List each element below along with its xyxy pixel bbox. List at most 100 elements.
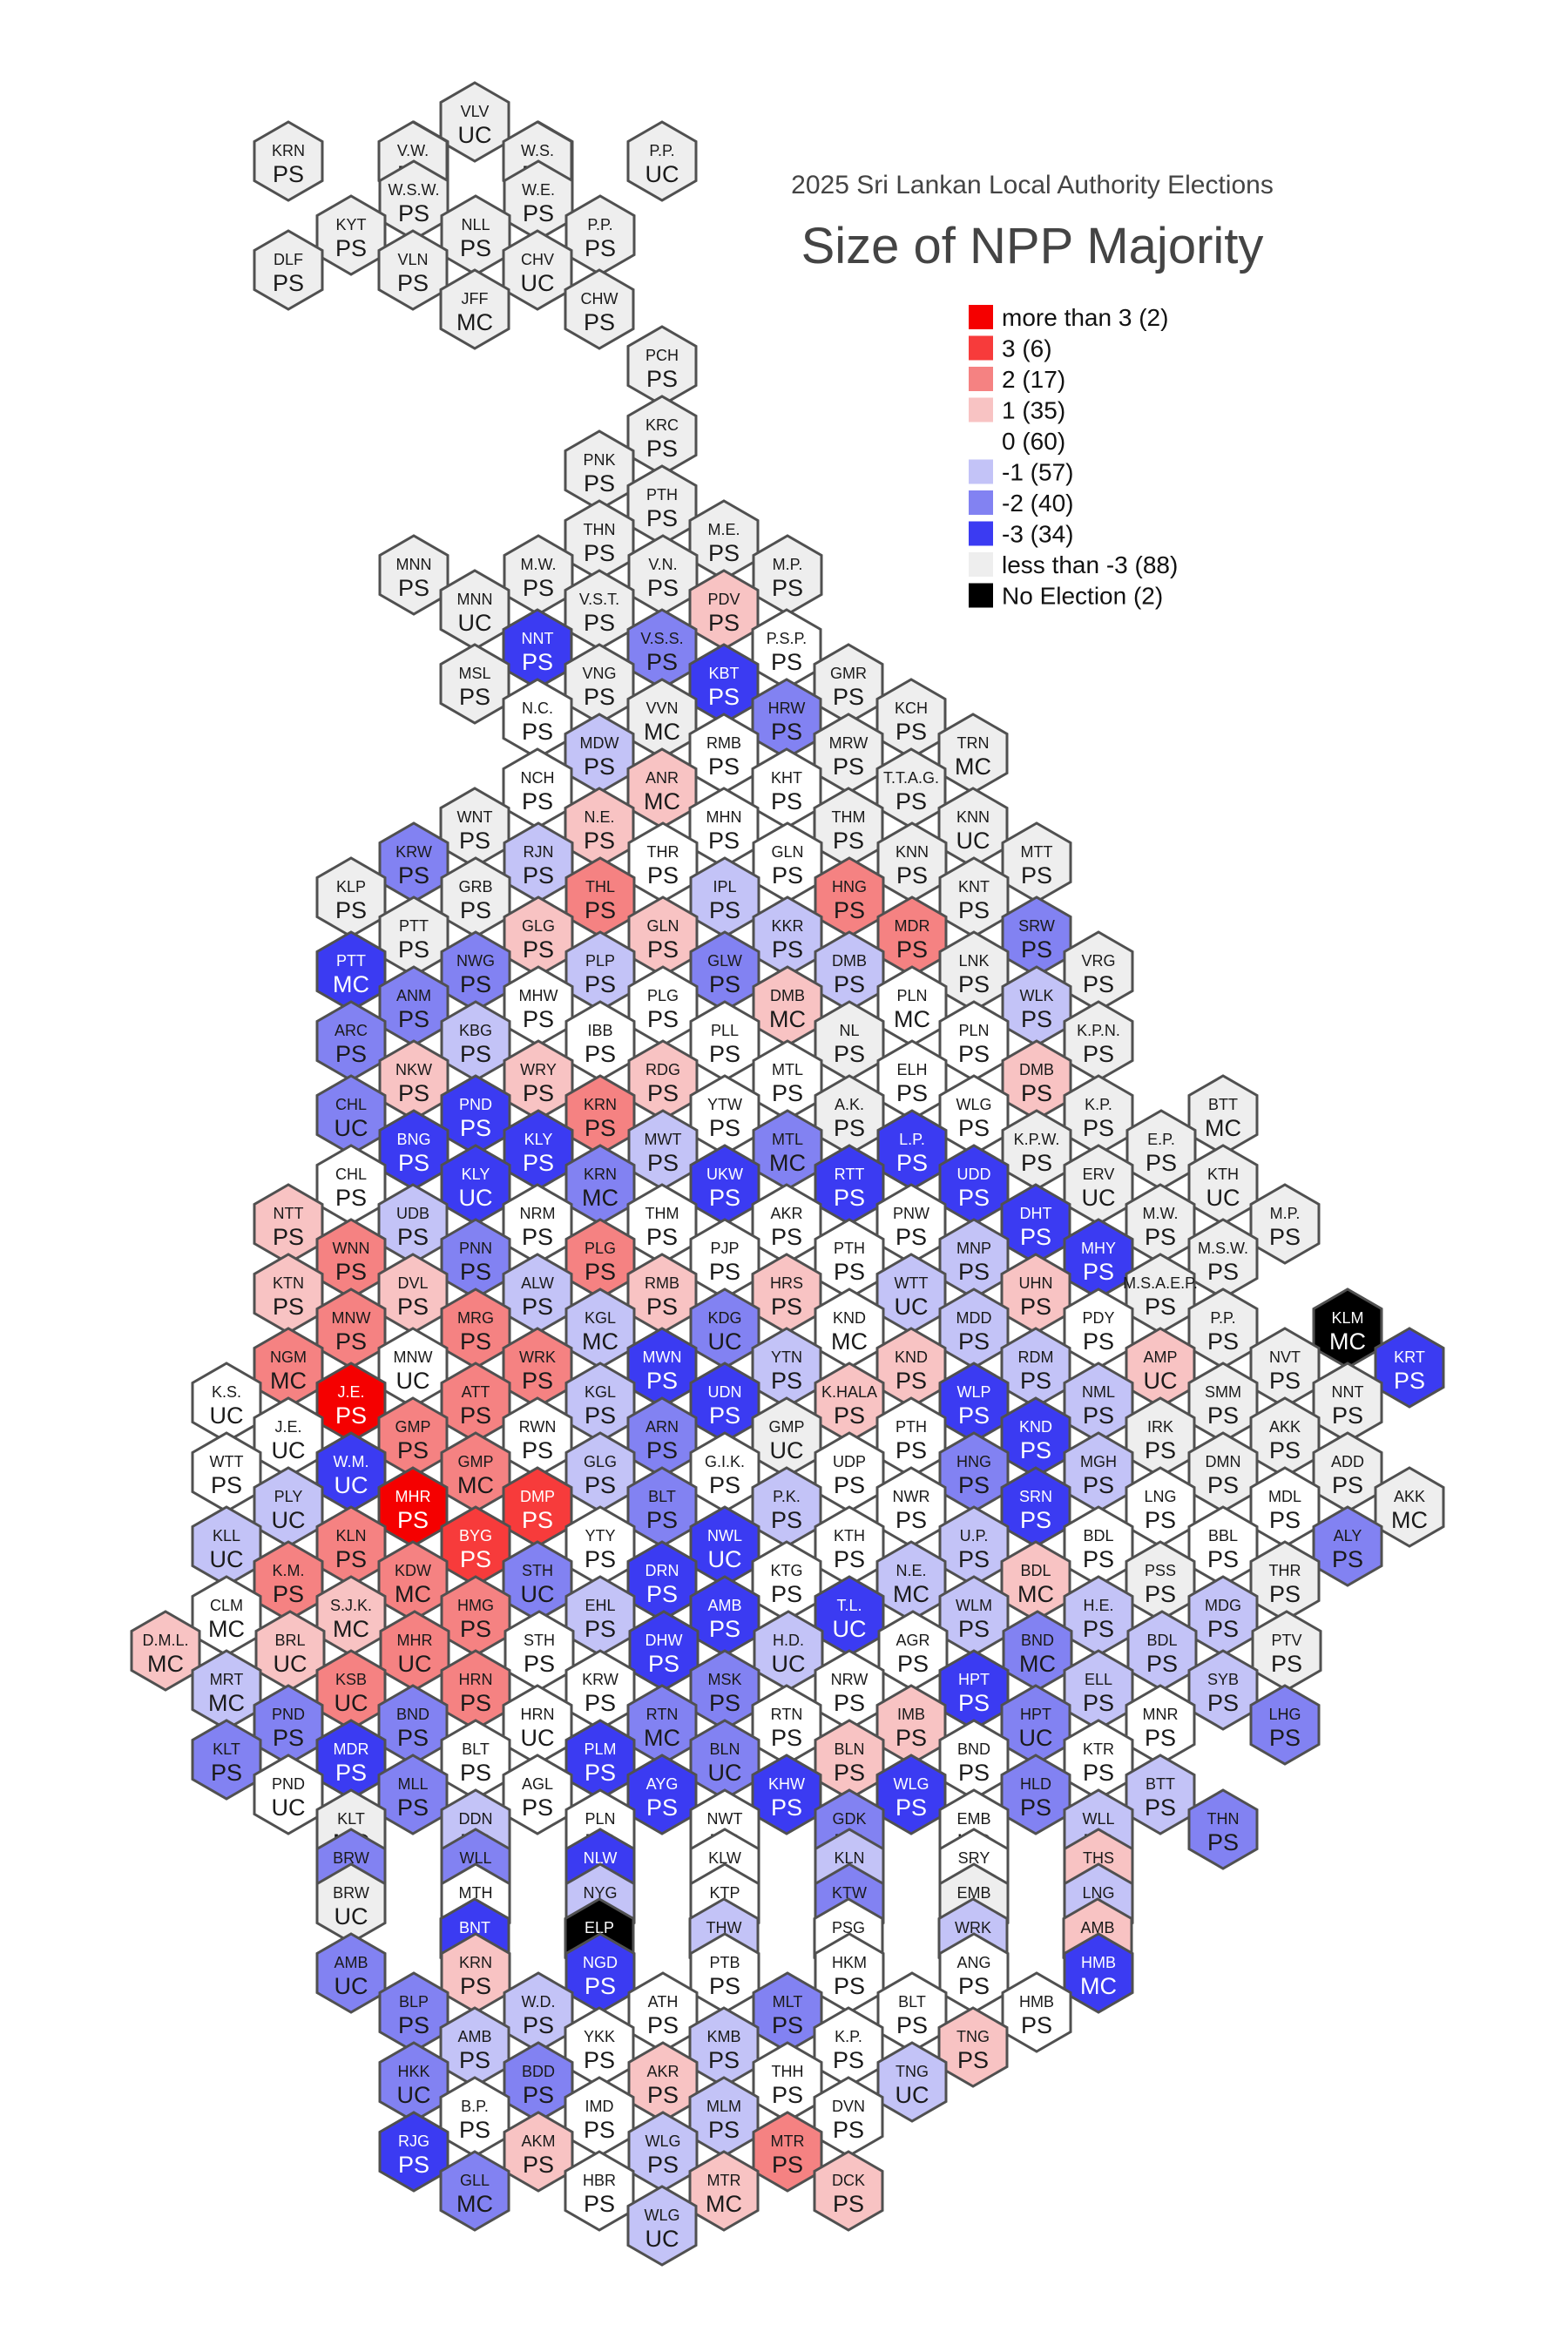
hex-abbr-label: UHN — [1019, 1274, 1053, 1292]
hex-abbr-label: K.S. — [212, 1383, 241, 1401]
hex-abbr-label: NLL — [461, 216, 490, 233]
hex-abbr-label: NGM — [270, 1348, 307, 1366]
hex-abbr-label: KTH — [1207, 1166, 1239, 1183]
hex-type-label: PS — [1269, 1368, 1301, 1394]
hex-type-label: UC — [521, 1725, 555, 1751]
hex-abbr-label: IBB — [587, 1022, 612, 1039]
hex-abbr-label: MNW — [332, 1309, 371, 1327]
hex-type-label: PS — [772, 862, 803, 889]
hex-shape — [564, 268, 635, 350]
map-subtitle: 2025 Sri Lankan Local Authority Election… — [791, 171, 1274, 199]
hex-type-label: UC — [335, 1115, 368, 1141]
hex-abbr-label: GLN — [646, 917, 679, 935]
legend-swatch — [969, 583, 993, 608]
hex-type-label: PS — [834, 1472, 865, 1498]
hex-type-label: UC — [708, 1328, 742, 1355]
hex-abbr-label: MTL — [772, 1061, 803, 1078]
hex-abbr-label: KLT — [337, 1810, 365, 1828]
hex-abbr-label: UDD — [957, 1166, 991, 1183]
hex-abbr-label: MDW — [580, 734, 619, 752]
hex-abbr-label: P.P. — [587, 216, 612, 233]
hex-abbr-label: KHW — [768, 1775, 805, 1793]
hex-type-label: MC — [955, 754, 991, 780]
hex-type-label: MC — [582, 1185, 618, 1211]
hex-type-label: PS — [585, 1546, 616, 1572]
hex-abbr-label: PTT — [336, 952, 366, 970]
hex-type-label: UC — [645, 161, 679, 187]
hex-abbr-label: LNG — [1144, 1488, 1176, 1505]
hex-type-label: PS — [522, 1368, 553, 1394]
hex-abbr-label: WLG — [645, 2132, 680, 2150]
hex-shape — [253, 120, 324, 202]
hex-type-label: PS — [772, 575, 803, 601]
hex-type-label: PS — [771, 1224, 802, 1250]
map-title: Size of NPP Majority — [801, 218, 1264, 274]
hex-type-label: PS — [1021, 862, 1052, 889]
hex-type-label: PS — [460, 1328, 491, 1355]
hex-type-label: PS — [646, 1581, 678, 1607]
hex-type-label: PS — [708, 540, 740, 566]
hex-type-label: PS — [958, 1616, 990, 1642]
hex-abbr-label: CHV — [521, 251, 554, 268]
hex-type-label: PS — [709, 1402, 740, 1429]
hex-type-label: UC — [397, 2082, 431, 2108]
hex-type-label: PS — [523, 1080, 554, 1106]
hex-abbr-label: BDD — [522, 2063, 555, 2080]
hex-abbr-label: ARC — [335, 1022, 368, 1039]
hex-abbr-label: AMP — [1143, 1348, 1177, 1366]
hex-abbr-label: THM — [645, 1205, 679, 1222]
hex-type-label: PS — [522, 719, 553, 745]
hex-cell: W.D.PS — [503, 1971, 574, 2053]
hex-type-label: MC — [456, 309, 493, 335]
hex-type-label: PS — [958, 971, 990, 997]
hex-type-label: PS — [896, 1224, 927, 1250]
hex-type-label: PS — [1020, 1368, 1051, 1394]
hex-abbr-label: KTH — [834, 1527, 865, 1544]
hex-type-label: PS — [522, 649, 553, 675]
hex-abbr-label: BTT — [1208, 1096, 1238, 1113]
legend-label: -2 (40) — [1002, 490, 1073, 517]
hex-abbr-label: MGH — [1080, 1453, 1117, 1470]
hex-abbr-label: WLK — [1019, 987, 1053, 1004]
hex-abbr-label: U.P. — [960, 1527, 989, 1544]
hex-type-label: MC — [333, 1616, 369, 1642]
legend-label: less than -3 (88) — [1002, 551, 1178, 578]
hex-abbr-label: ADD — [1331, 1453, 1364, 1470]
hex-abbr-label: WLG — [893, 1775, 929, 1793]
hex-abbr-label: BLT — [462, 1740, 490, 1758]
hex-abbr-label: PLP — [585, 952, 615, 970]
hex-abbr-label: KHT — [771, 769, 802, 787]
hex-abbr-label: HKM — [832, 1954, 867, 1971]
hex-abbr-label: MNP — [956, 1240, 991, 1257]
hex-abbr-label: NKW — [395, 1061, 432, 1078]
hex-type-label: UC — [458, 610, 492, 636]
hex-type-label: UC — [770, 1437, 804, 1463]
legend-label: -1 (57) — [1002, 459, 1073, 486]
hex-abbr-label: GLN — [771, 843, 803, 861]
